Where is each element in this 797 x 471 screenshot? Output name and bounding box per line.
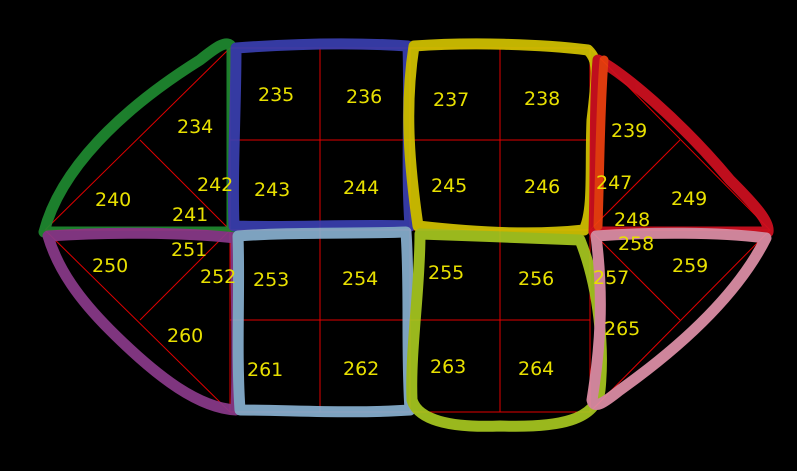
cell-label-245: 245 (431, 175, 467, 197)
cell-labels: 234 235 236 237 238 239 240 241 242 243 … (92, 84, 708, 381)
cell-label-237: 237 (433, 89, 469, 111)
cell-label-238: 238 (524, 88, 560, 110)
grid-line (139, 229, 231, 321)
cell-label-239: 239 (611, 120, 647, 142)
grid-line (589, 229, 771, 413)
cell-label-247: 247 (596, 172, 632, 194)
cell-label-256: 256 (518, 268, 554, 290)
grid-line (139, 139, 231, 231)
cell-label-253: 253 (253, 269, 289, 291)
cell-label-258: 258 (618, 233, 654, 255)
cell-label-236: 236 (346, 86, 382, 108)
cell-label-265: 265 (604, 318, 640, 340)
cell-label-242: 242 (197, 174, 233, 196)
region-outlines (38, 38, 774, 432)
cell-label-248: 248 (614, 209, 650, 231)
grid-line (44, 229, 231, 413)
cell-label-259: 259 (672, 255, 708, 277)
cell-label-261: 261 (247, 359, 283, 381)
cell-label-262: 262 (343, 358, 379, 380)
cell-label-252: 252 (200, 266, 236, 288)
cell-label-264: 264 (518, 358, 554, 380)
cell-label-244: 244 (343, 177, 379, 199)
outline-red-region (588, 54, 774, 238)
grid-line (44, 47, 231, 231)
cell-label-255: 255 (428, 262, 464, 284)
cell-label-257: 257 (593, 267, 629, 289)
outline-pink-region (586, 227, 772, 410)
cell-label-254: 254 (342, 268, 378, 290)
cell-label-234: 234 (177, 116, 213, 138)
cell-label-241: 241 (172, 204, 208, 226)
cell-label-249: 249 (671, 188, 707, 210)
cell-label-246: 246 (524, 176, 560, 198)
cell-label-250: 250 (92, 255, 128, 277)
cell-label-240: 240 (95, 189, 131, 211)
cell-label-235: 235 (258, 84, 294, 106)
cell-label-260: 260 (167, 325, 203, 347)
cell-label-251: 251 (171, 239, 207, 261)
cell-label-243: 243 (254, 179, 290, 201)
grid-line (589, 139, 681, 231)
cell-label-263: 263 (430, 356, 466, 378)
outline-green-region (38, 38, 238, 238)
outline-blue-region (227, 38, 416, 233)
outline-lime-region (406, 228, 607, 432)
grid-line (589, 229, 681, 321)
outline-lightblue-region (232, 226, 416, 418)
outline-orange-accent (593, 55, 609, 231)
